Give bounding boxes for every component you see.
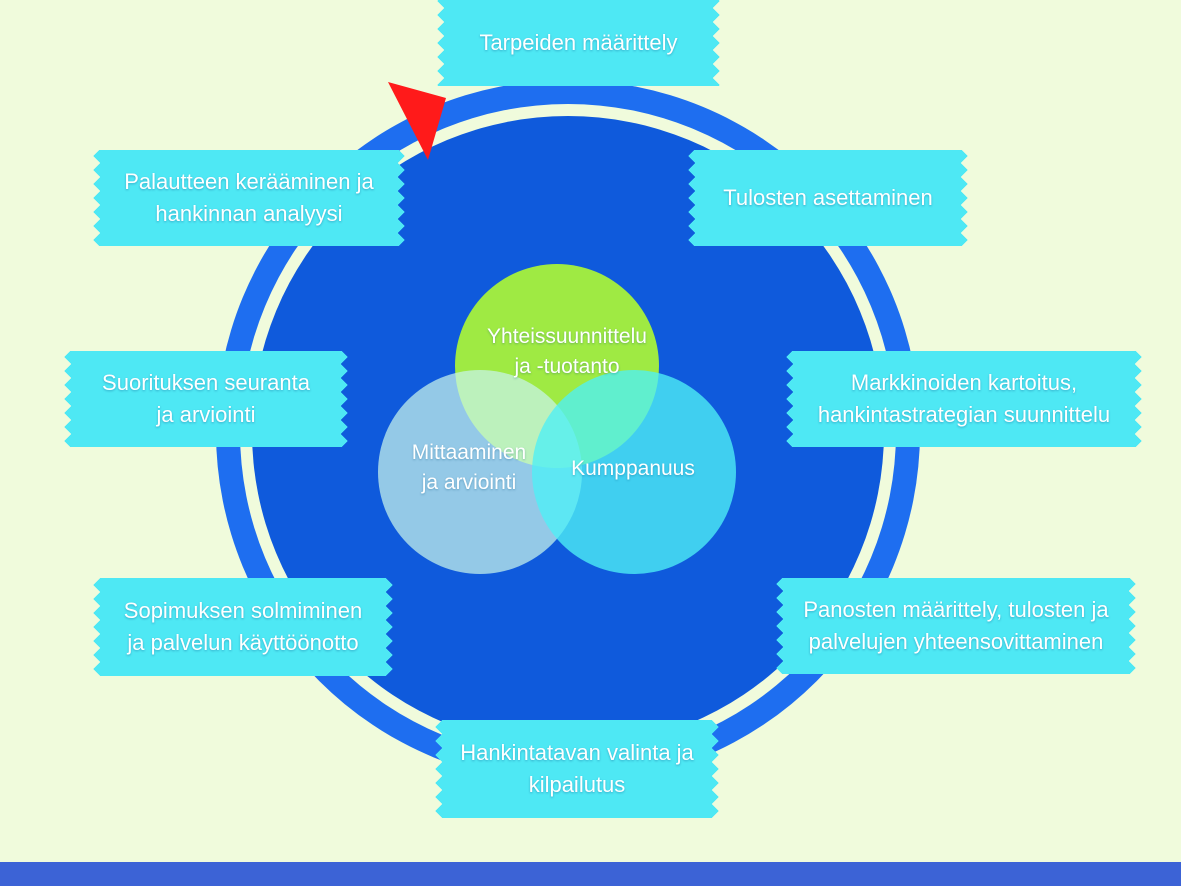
venn-label-right: Kumppanuus	[571, 457, 695, 480]
step-upper-left: Palautteen kerääminen ja hankinnan analy…	[93, 150, 405, 246]
step-right: Markkinoiden kartoitus, hankintastrategi…	[786, 351, 1142, 447]
step-left: Suorituksen seuranta ja arviointi	[64, 351, 348, 447]
step-top: Tarpeiden määrittely	[437, 0, 720, 86]
step-lower-right: Panosten määrittely, tulosten ja palvelu…	[776, 578, 1136, 674]
step-label: Palautteen kerääminen ja hankinnan analy…	[124, 169, 374, 226]
step-lower-left: Sopimuksen solmiminen ja palvelun käyttö…	[93, 578, 393, 676]
step-label: Tulosten asettaminen	[723, 185, 933, 210]
venn-label-left: Mittaaminen ja arviointi	[411, 441, 527, 494]
venn-circle-left	[378, 370, 582, 574]
step-bottom: Hankintatavan valinta ja kilpailutus	[435, 720, 719, 818]
direction-arrow-icon	[388, 82, 446, 160]
venn-label-top: Yhteissuunnittelu ja -tuotanto	[487, 325, 647, 378]
bottom-bar	[0, 862, 1181, 886]
step-label: Suorituksen seuranta ja arviointi	[102, 370, 310, 427]
step-label: Tarpeiden määrittely	[479, 30, 678, 55]
step-label: Markkinoiden kartoitus, hankintastrategi…	[817, 370, 1111, 427]
venn-circle-right	[532, 370, 736, 574]
step-upper-right: Tulosten asettaminen	[688, 150, 968, 246]
step-label: Hankintatavan valinta ja kilpailutus	[460, 740, 694, 797]
step-label: Sopimuksen solmiminen ja palvelun käyttö…	[123, 598, 363, 655]
step-label: Panosten määrittely, tulosten ja palvelu…	[803, 597, 1109, 654]
